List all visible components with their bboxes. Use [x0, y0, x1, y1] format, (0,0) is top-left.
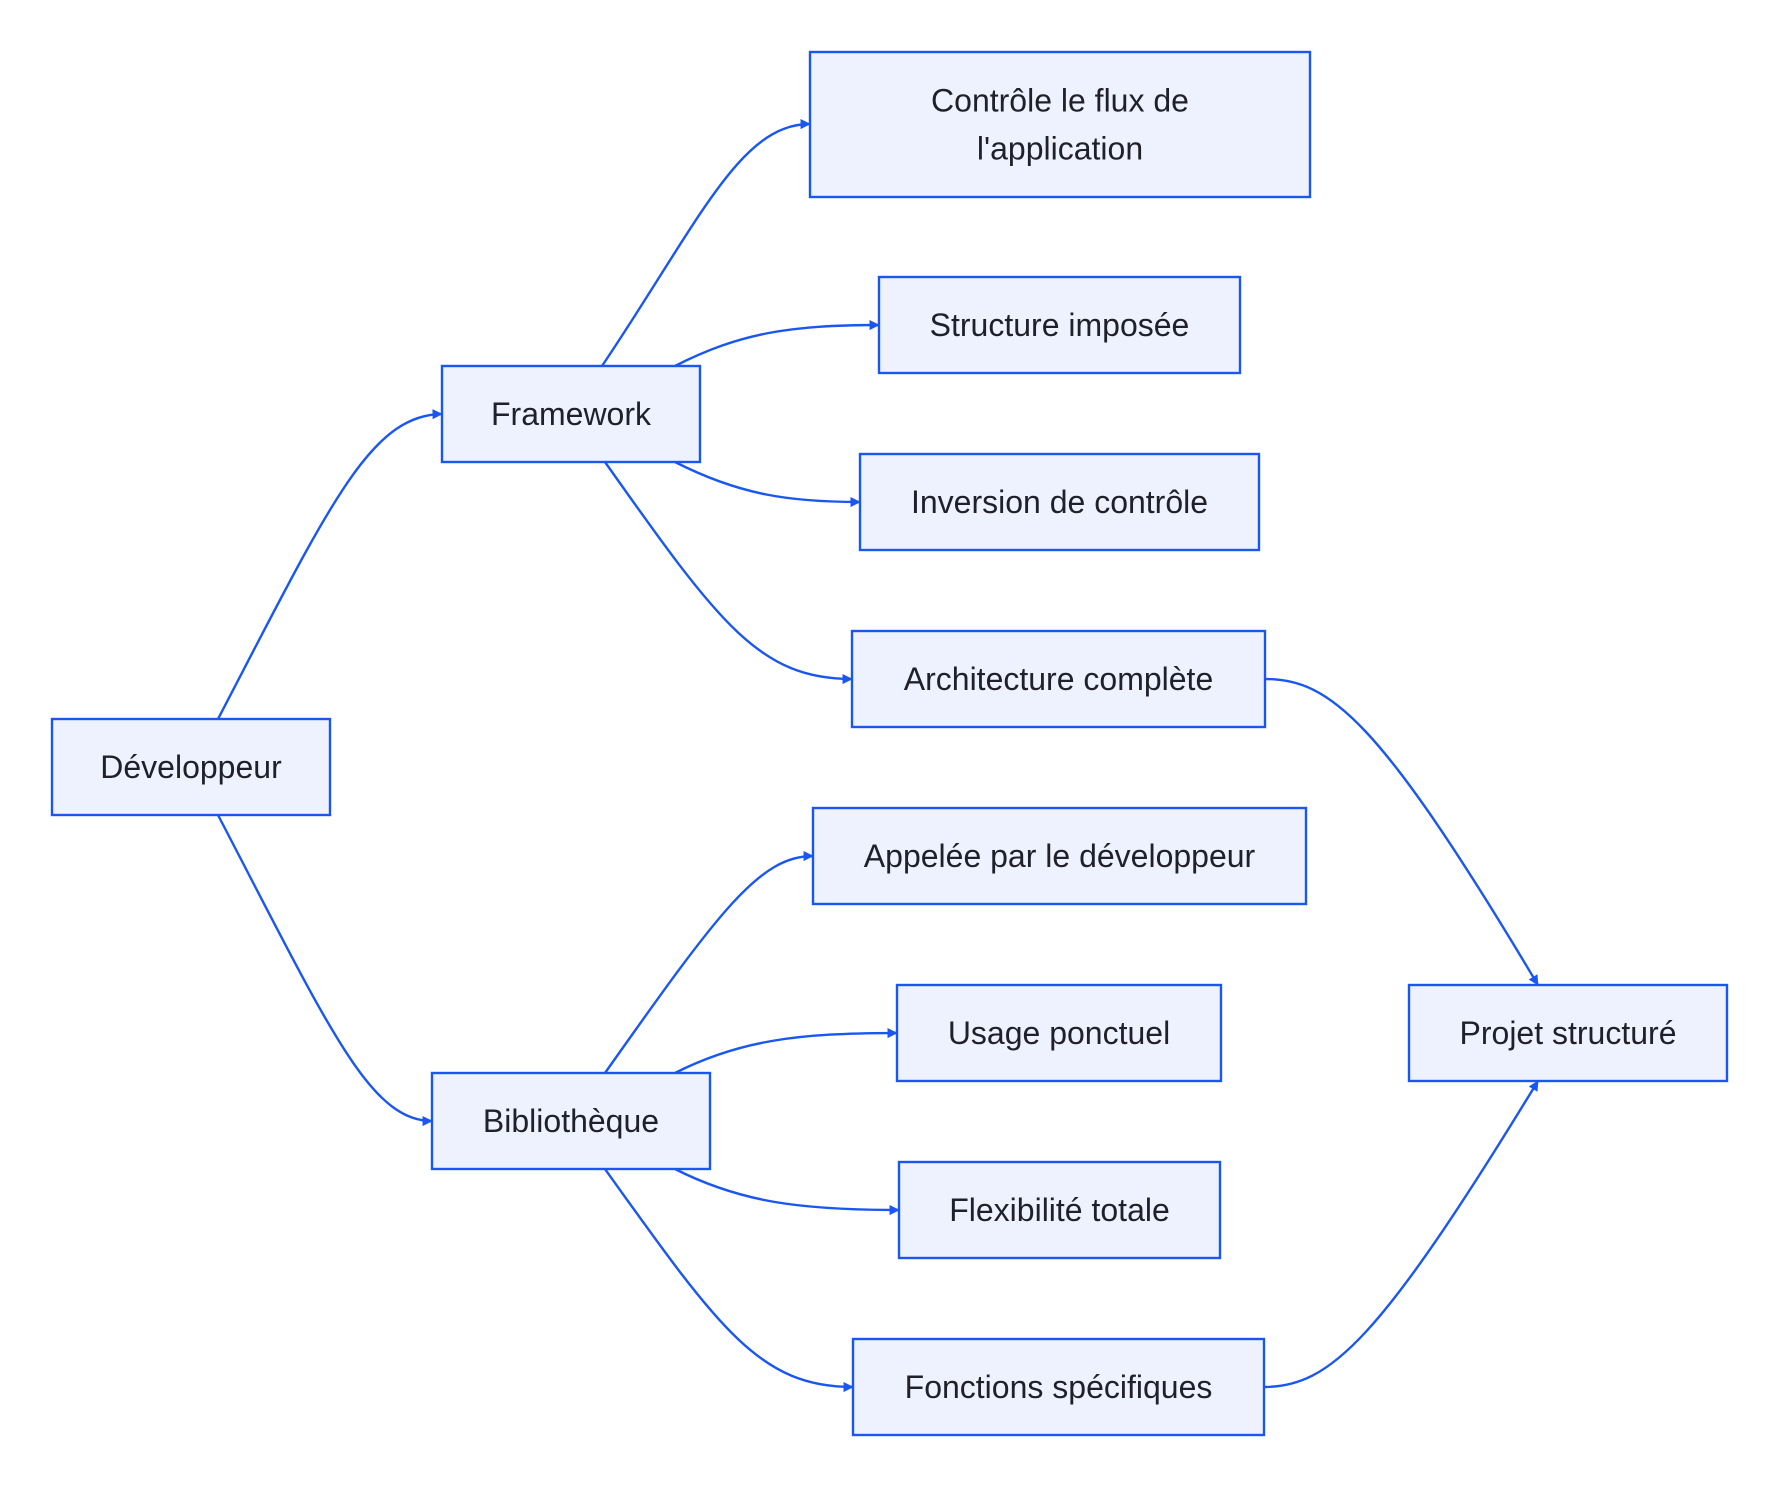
edge-fw-ctrl [601, 118, 811, 367]
node-box [440, 364, 702, 464]
edge-lib-funcs [604, 1168, 854, 1393]
node-arch: Architecture complète [850, 629, 1267, 729]
node-label: Usage ponctuel [948, 1015, 1170, 1051]
node-ctrl: Contrôle le flux de l'application [808, 50, 1312, 199]
edge-dev-lib [216, 814, 433, 1127]
node-box [808, 50, 1312, 199]
edge-fw-arch [604, 461, 853, 685]
node-box [430, 1071, 712, 1171]
node-struct: Structure imposée [877, 275, 1242, 375]
node-fw: Framework [440, 364, 702, 464]
node-box [1407, 983, 1729, 1083]
edges-layer [216, 118, 1540, 1393]
node-label: Structure imposée [930, 307, 1190, 343]
node-label: Bibliothèque [483, 1103, 659, 1139]
node-flex: Flexibilité totale [897, 1160, 1222, 1260]
node-label: Fonctions spécifiques [905, 1369, 1213, 1405]
node-proj: Projet structuré [1407, 983, 1729, 1083]
node-label: Framework [491, 396, 652, 432]
node-box [858, 452, 1261, 552]
edge-lib-called [604, 850, 814, 1074]
node-box [851, 1337, 1266, 1437]
node-label: Projet structuré [1460, 1015, 1677, 1051]
node-label: Inversion de contrôle [911, 484, 1208, 520]
node-usage: Usage ponctuel [895, 983, 1223, 1083]
node-box [50, 717, 332, 817]
edge-funcs-proj [1263, 1080, 1540, 1389]
node-label: Architecture complète [904, 661, 1213, 697]
node-label: Contrôle le flux de [931, 83, 1189, 119]
edge-lib-usage [674, 1027, 898, 1075]
node-box [897, 1160, 1222, 1260]
edge-lib-flex [674, 1167, 900, 1216]
node-box [877, 275, 1242, 375]
node-funcs: Fonctions spécifiques [851, 1337, 1266, 1437]
node-label: l'application [977, 131, 1143, 167]
node-label: Flexibilité totale [949, 1192, 1170, 1228]
node-label: Appelée par le développeur [864, 838, 1256, 874]
node-box [811, 806, 1308, 906]
node-box [850, 629, 1267, 729]
edge-fw-struct [674, 319, 880, 368]
node-box [895, 983, 1223, 1083]
node-label: Développeur [100, 749, 282, 785]
node-ioc: Inversion de contrôle [858, 452, 1261, 552]
node-called: Appelée par le développeur [811, 806, 1308, 906]
node-lib: Bibliothèque [430, 1071, 712, 1171]
node-dev: Développeur [50, 717, 332, 817]
edge-arch-proj [1264, 677, 1540, 986]
edge-fw-ioc [674, 460, 861, 508]
edge-dev-fw [216, 409, 443, 720]
